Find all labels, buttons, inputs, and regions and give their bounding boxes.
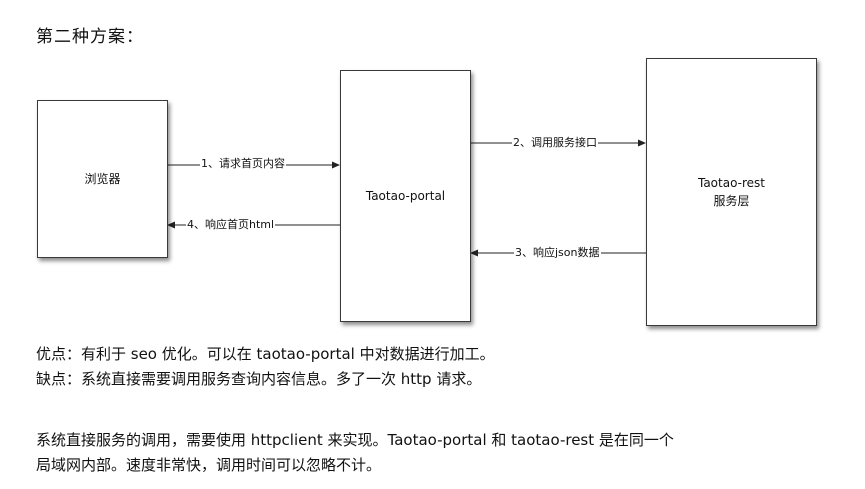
explain-text-line1: 系统直接服务的调用，需要使用 httpclient 来实现。Taotao-por… [36,431,674,449]
pros-text: 优点：有利于 seo 优化。可以在 taotao-portal 中对数据进行加工… [36,345,495,363]
rest-box: Taotao-rest 服务层 [646,58,817,326]
arrow-1-head [332,161,340,169]
edge-label-4: 4、响应首页html [186,218,276,232]
rest-label: Taotao-rest [697,176,765,190]
cons-text: 缺点：系统直接需要调用服务查询内容信息。多了一次 http 请求。 [36,370,482,388]
edge-label-1: 1、请求首页内容 [200,157,286,171]
heading: 第二种方案： [36,27,144,47]
arrow-3-head [470,249,478,257]
explain-text-line2: 局域网内部。速度非常快，调用时间可以忽略不计。 [36,456,382,474]
arrow-4-head [167,221,175,229]
rest-sublabel: 服务层 [713,194,750,208]
edge-label-3: 3、响应json数据 [514,246,601,260]
portal-box: Taotao-portal [340,70,471,322]
portal-label: Taotao-portal [365,189,446,203]
arrow-2-head [638,139,646,147]
edge-label-2: 2、调用服务接口 [512,136,598,150]
browser-box: 浏览器 [37,100,168,258]
browser-label: 浏览器 [84,172,121,186]
